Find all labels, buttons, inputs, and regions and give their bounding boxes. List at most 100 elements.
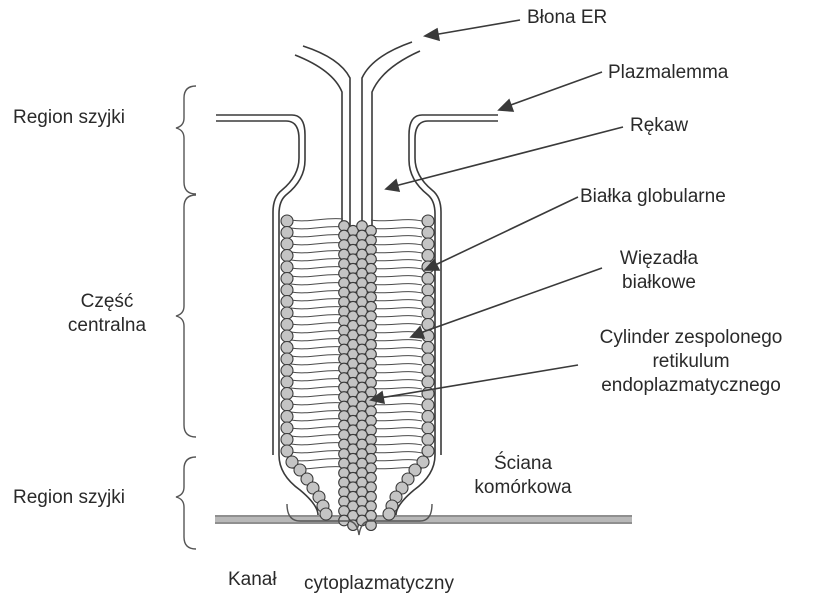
- spoke-protein-line: [291, 275, 343, 277]
- globular-protein-bead: [281, 353, 293, 365]
- spoke-protein-line: [371, 364, 422, 365]
- globular-protein-bead: [281, 227, 293, 239]
- spoke-protein-line: [371, 244, 422, 245]
- globular-protein-bead: [281, 284, 293, 296]
- label-globular-proteins: Białka globularne: [580, 185, 726, 209]
- globular-protein-bead: [281, 215, 293, 227]
- globular-protein-bead: [281, 411, 293, 423]
- globular-protein-bead: [281, 342, 293, 354]
- globular-protein-bead: [281, 388, 293, 400]
- spoke-protein-line: [291, 427, 343, 429]
- label-desmotubule-line3: endoplazmatycznego: [580, 374, 802, 398]
- spoke-protein-line: [291, 267, 343, 269]
- spoke-protein-line: [291, 451, 343, 453]
- spoke-protein-line: [371, 340, 422, 341]
- spoke-protein-line: [371, 220, 422, 221]
- globular-protein-bead: [281, 307, 293, 319]
- globular-protein-bead: [422, 284, 434, 296]
- label-central-part-line2: centralna: [52, 314, 162, 338]
- spoke-protein-line: [291, 379, 343, 381]
- globular-protein-bead: [281, 422, 293, 434]
- spoke-protein-line: [371, 308, 422, 309]
- spoke-protein-line: [371, 236, 422, 237]
- globular-protein-bead: [281, 445, 293, 457]
- globular-protein-bead: [422, 411, 434, 423]
- globular-protein-bead: [281, 238, 293, 250]
- spoke-protein-line: [291, 323, 343, 325]
- spoke-protein-line: [371, 388, 422, 389]
- spoke-protein-line: [291, 435, 343, 437]
- label-central-part-line1: Część: [52, 290, 162, 314]
- spoke-protein-line: [291, 387, 343, 389]
- globular-protein-bead: [422, 227, 434, 239]
- label-cell-wall-line2: komórkowa: [458, 476, 588, 500]
- globular-protein-bead: [320, 508, 332, 520]
- label-er-membrane: Błona ER: [527, 6, 607, 30]
- spoke-protein-line: [371, 284, 422, 285]
- spoke-protein-line: [291, 355, 343, 357]
- label-spoke-proteins-line1: Więzadła: [604, 247, 714, 271]
- globular-protein-bead: [281, 273, 293, 285]
- label-channel-word2: cytoplazmatyczny: [304, 572, 454, 596]
- label-sleeve: Rękaw: [630, 114, 688, 138]
- label-neck-region-bottom: Region szyjki: [13, 486, 125, 510]
- spoke-protein-line: [291, 219, 343, 221]
- label-desmotubule-line2: retikulum: [580, 350, 802, 374]
- globular-protein-bead: [422, 445, 434, 457]
- globular-protein-bead: [422, 342, 434, 354]
- spoke-protein-line: [371, 436, 422, 437]
- globular-protein-bead: [281, 250, 293, 262]
- label-neck-region-top: Region szyjki: [13, 106, 125, 130]
- spoke-protein-line: [291, 299, 343, 301]
- globular-protein-bead: [281, 296, 293, 308]
- globular-protein-bead: [281, 434, 293, 446]
- label-central-part: Część centralna: [52, 290, 162, 338]
- globular-protein-bead: [422, 215, 434, 227]
- globular-protein-bead: [281, 319, 293, 331]
- label-plasmalemma: Plazmalemma: [608, 61, 728, 85]
- spoke-protein-line: [371, 276, 422, 277]
- label-cell-wall-line1: Ściana: [458, 452, 588, 476]
- globular-protein-bead: [422, 273, 434, 285]
- spoke-protein-line: [371, 252, 422, 253]
- spoke-protein-line: [291, 291, 343, 293]
- label-desmotubule: Cylinder zespolonego retikulum endoplazm…: [580, 326, 802, 397]
- label-desmotubule-line1: Cylinder zespolonego: [580, 326, 802, 350]
- spoke-protein-line: [291, 283, 343, 285]
- spoke-protein-line: [371, 228, 422, 229]
- globular-protein-bead: [422, 353, 434, 365]
- spoke-protein-line: [371, 420, 422, 421]
- spoke-protein-line: [371, 324, 422, 325]
- spoke-protein-line: [291, 259, 343, 261]
- spoke-protein-line: [291, 251, 343, 253]
- spoke-protein-line: [371, 460, 422, 461]
- spoke-protein-line: [291, 459, 343, 461]
- spoke-protein-line: [371, 452, 422, 453]
- spoke-protein-line: [291, 403, 343, 405]
- globular-protein-bead: [383, 508, 395, 520]
- spoke-protein-line: [291, 371, 343, 373]
- globular-protein-bead: [422, 307, 434, 319]
- spoke-protein-line: [291, 315, 343, 317]
- globular-protein-bead: [422, 434, 434, 446]
- spoke-protein-line: [371, 316, 422, 317]
- globular-protein-bead: [281, 330, 293, 342]
- spoke-protein-line: [371, 444, 422, 445]
- label-spoke-proteins: Więzadła białkowe: [604, 247, 714, 295]
- spoke-protein-line: [371, 372, 422, 373]
- globular-protein-bead: [422, 238, 434, 250]
- cell-wall: [215, 516, 632, 523]
- label-spoke-proteins-line2: białkowe: [604, 271, 714, 295]
- spoke-protein-line: [291, 331, 343, 333]
- globular-protein-bead: [422, 399, 434, 411]
- globular-protein-bead: [422, 376, 434, 388]
- spoke-protein-line: [291, 227, 343, 229]
- spoke-protein-line: [371, 292, 422, 293]
- label-cell-wall: Ściana komórkowa: [458, 452, 588, 500]
- spoke-protein-line: [371, 268, 422, 269]
- spoke-protein-line: [371, 300, 422, 301]
- globular-protein-bead: [422, 422, 434, 434]
- spoke-protein-line: [291, 395, 343, 397]
- spoke-protein-line: [291, 363, 343, 365]
- spoke-protein-line: [291, 419, 343, 421]
